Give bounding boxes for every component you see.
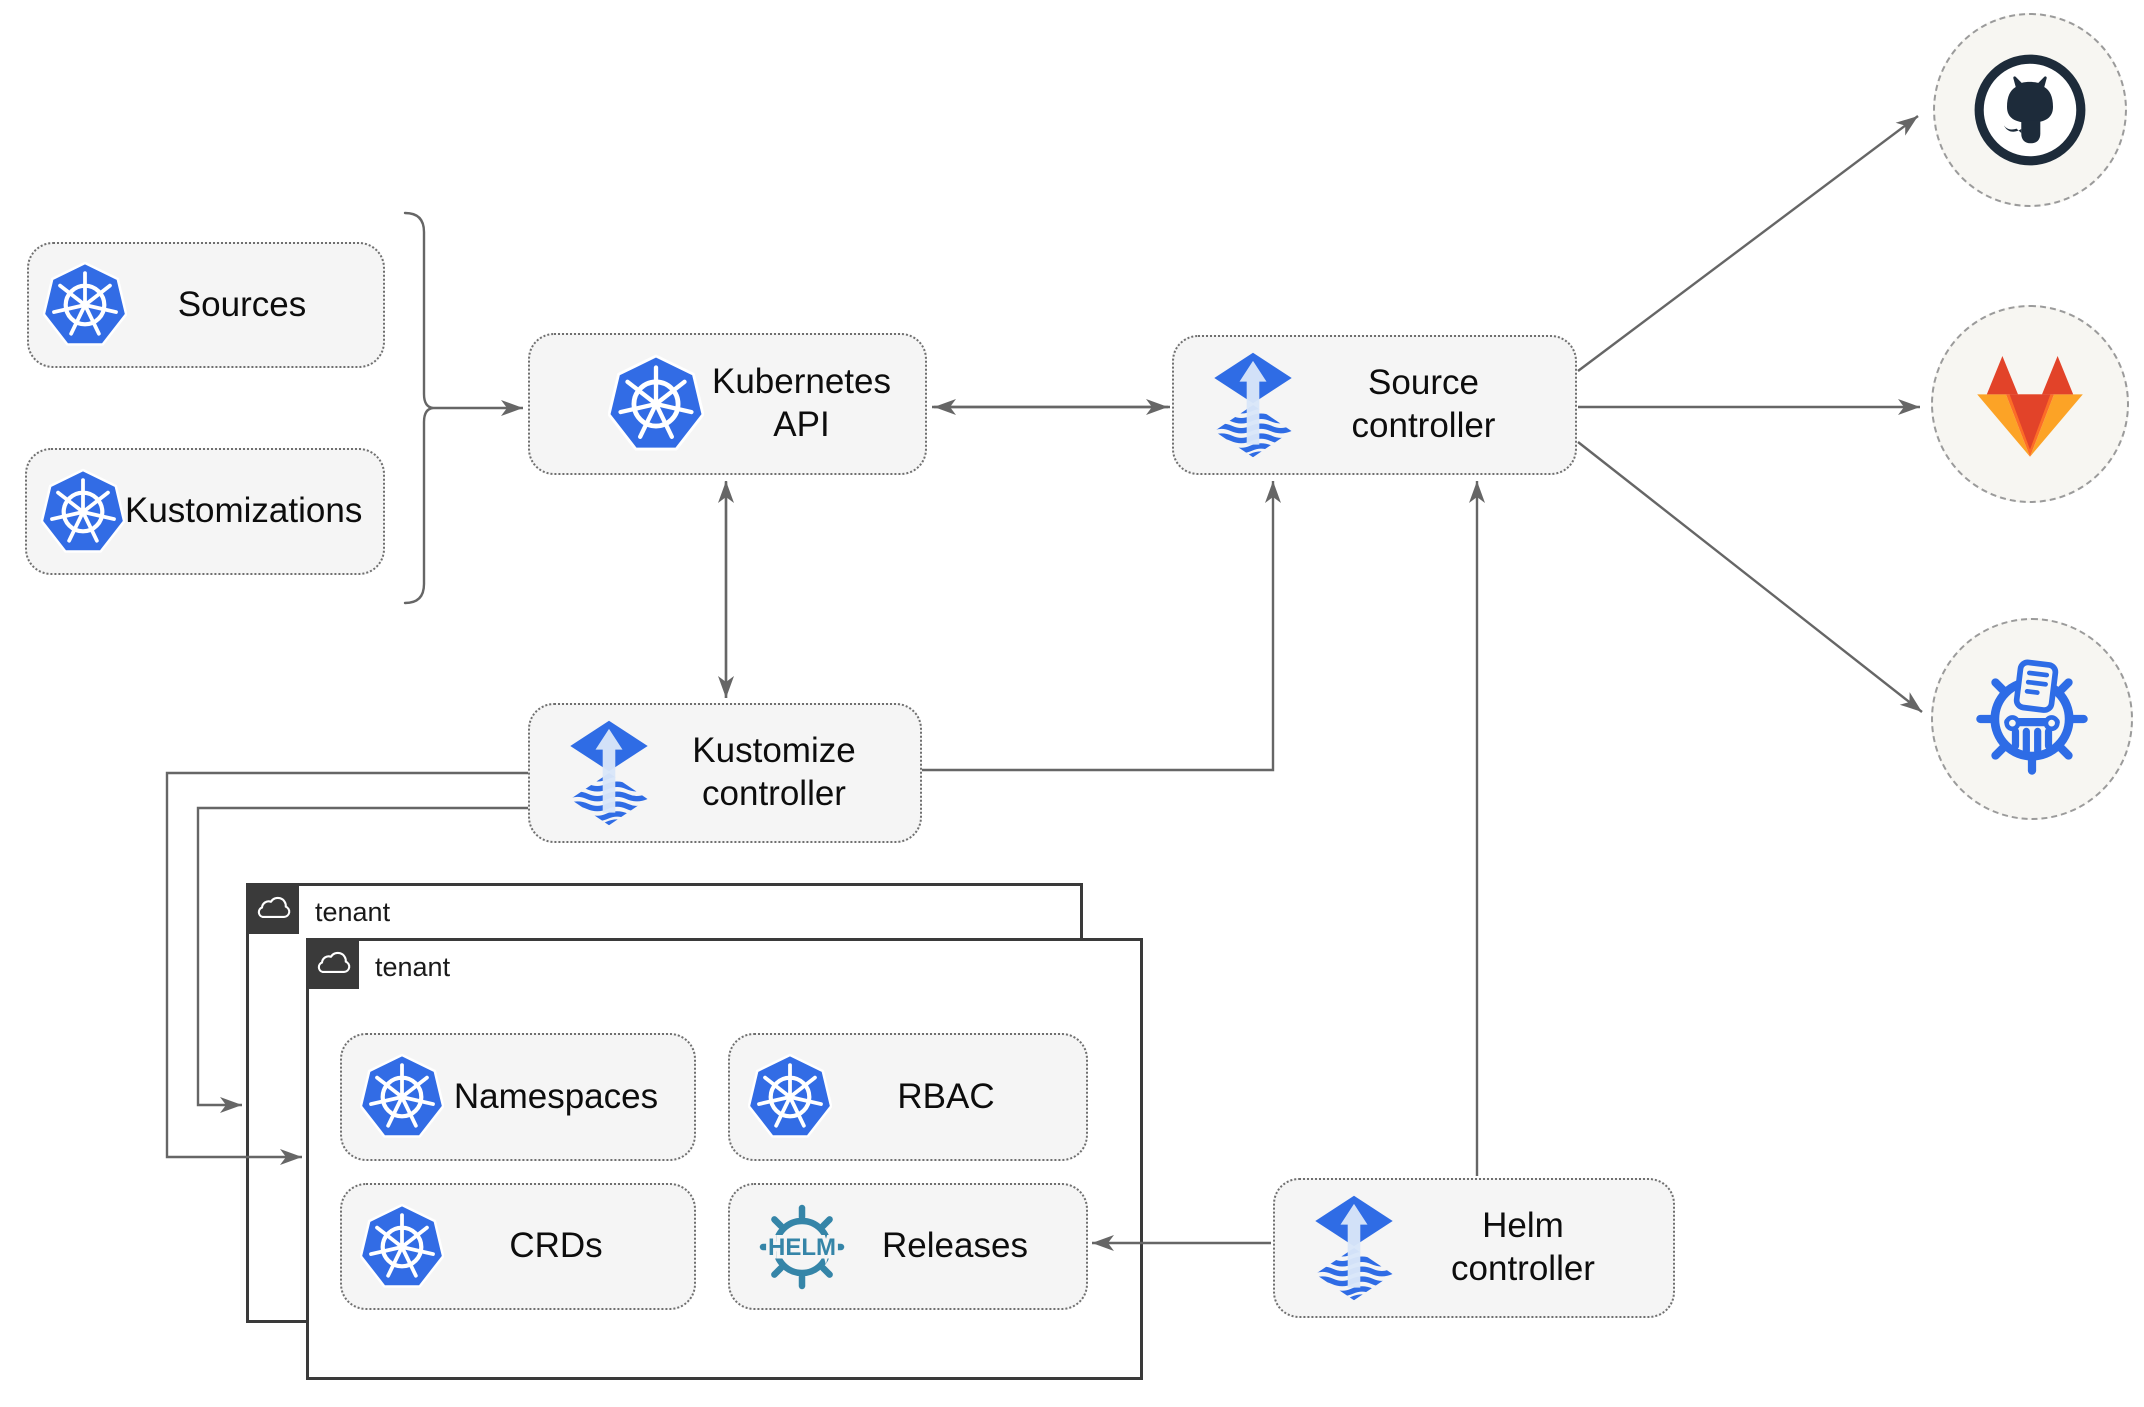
node-releases: HELM Releases xyxy=(728,1183,1088,1310)
helm-wheel-icon: HELM xyxy=(754,1199,850,1295)
cloud-icon xyxy=(317,951,350,973)
node-label: Source controller xyxy=(1351,363,1496,445)
node-source-controller: Source controller xyxy=(1172,335,1577,475)
flux-icon xyxy=(564,714,654,832)
node-sources: Sources xyxy=(27,242,385,368)
cloud-tab xyxy=(306,938,359,989)
chartmuseum-icon xyxy=(1968,655,2096,783)
kubernetes-icon xyxy=(748,1053,832,1141)
kubernetes-icon xyxy=(43,261,127,349)
node-namespaces: Namespaces xyxy=(340,1033,696,1161)
flux-icon xyxy=(1208,346,1298,464)
node-crds: CRDs xyxy=(340,1183,696,1310)
gitlab-target xyxy=(1931,305,2129,503)
chartmuseum-target xyxy=(1931,618,2133,820)
tenant-label: tenant xyxy=(375,952,451,982)
bracket xyxy=(403,211,434,605)
flux-icon xyxy=(1309,1189,1399,1307)
tenant-label: tenant xyxy=(315,897,391,927)
node-label: Namespaces xyxy=(453,1076,659,1116)
node-label: CRDs xyxy=(509,1226,603,1266)
node-label: Kustomizations xyxy=(125,491,363,531)
node-label: RBAC xyxy=(897,1076,995,1116)
node-label: Releases xyxy=(882,1226,1028,1266)
node-rbac: RBAC xyxy=(728,1033,1088,1161)
node-label: Sources xyxy=(177,284,307,324)
cloud-tab xyxy=(246,883,299,934)
edge-kustomize-to-source xyxy=(922,481,1281,772)
kubernetes-icon xyxy=(608,354,704,454)
gitlab-icon xyxy=(1977,356,2083,457)
kubernetes-icon xyxy=(360,1203,444,1291)
cloud-icon xyxy=(257,896,290,918)
node-label: Kustomize controller xyxy=(692,731,856,813)
node-kustomizations: Kustomizations xyxy=(25,448,385,575)
node-label: Helm controller xyxy=(1451,1206,1595,1288)
github-icon xyxy=(1974,54,2086,166)
github-target xyxy=(1933,13,2127,207)
edge-source-to-chartmuseum xyxy=(1577,441,1923,713)
node-kustomize-controller: Kustomize controller xyxy=(528,703,922,843)
kubernetes-icon xyxy=(41,468,125,556)
edge-source-to-github xyxy=(1577,115,1919,372)
node-helm-controller: Helm controller xyxy=(1273,1178,1675,1318)
node-kubernetes-api: Kubernetes API xyxy=(528,333,927,475)
kubernetes-icon xyxy=(360,1053,444,1141)
svg-text:HELM: HELM xyxy=(768,1234,836,1261)
node-label: Kubernetes API xyxy=(711,362,892,444)
